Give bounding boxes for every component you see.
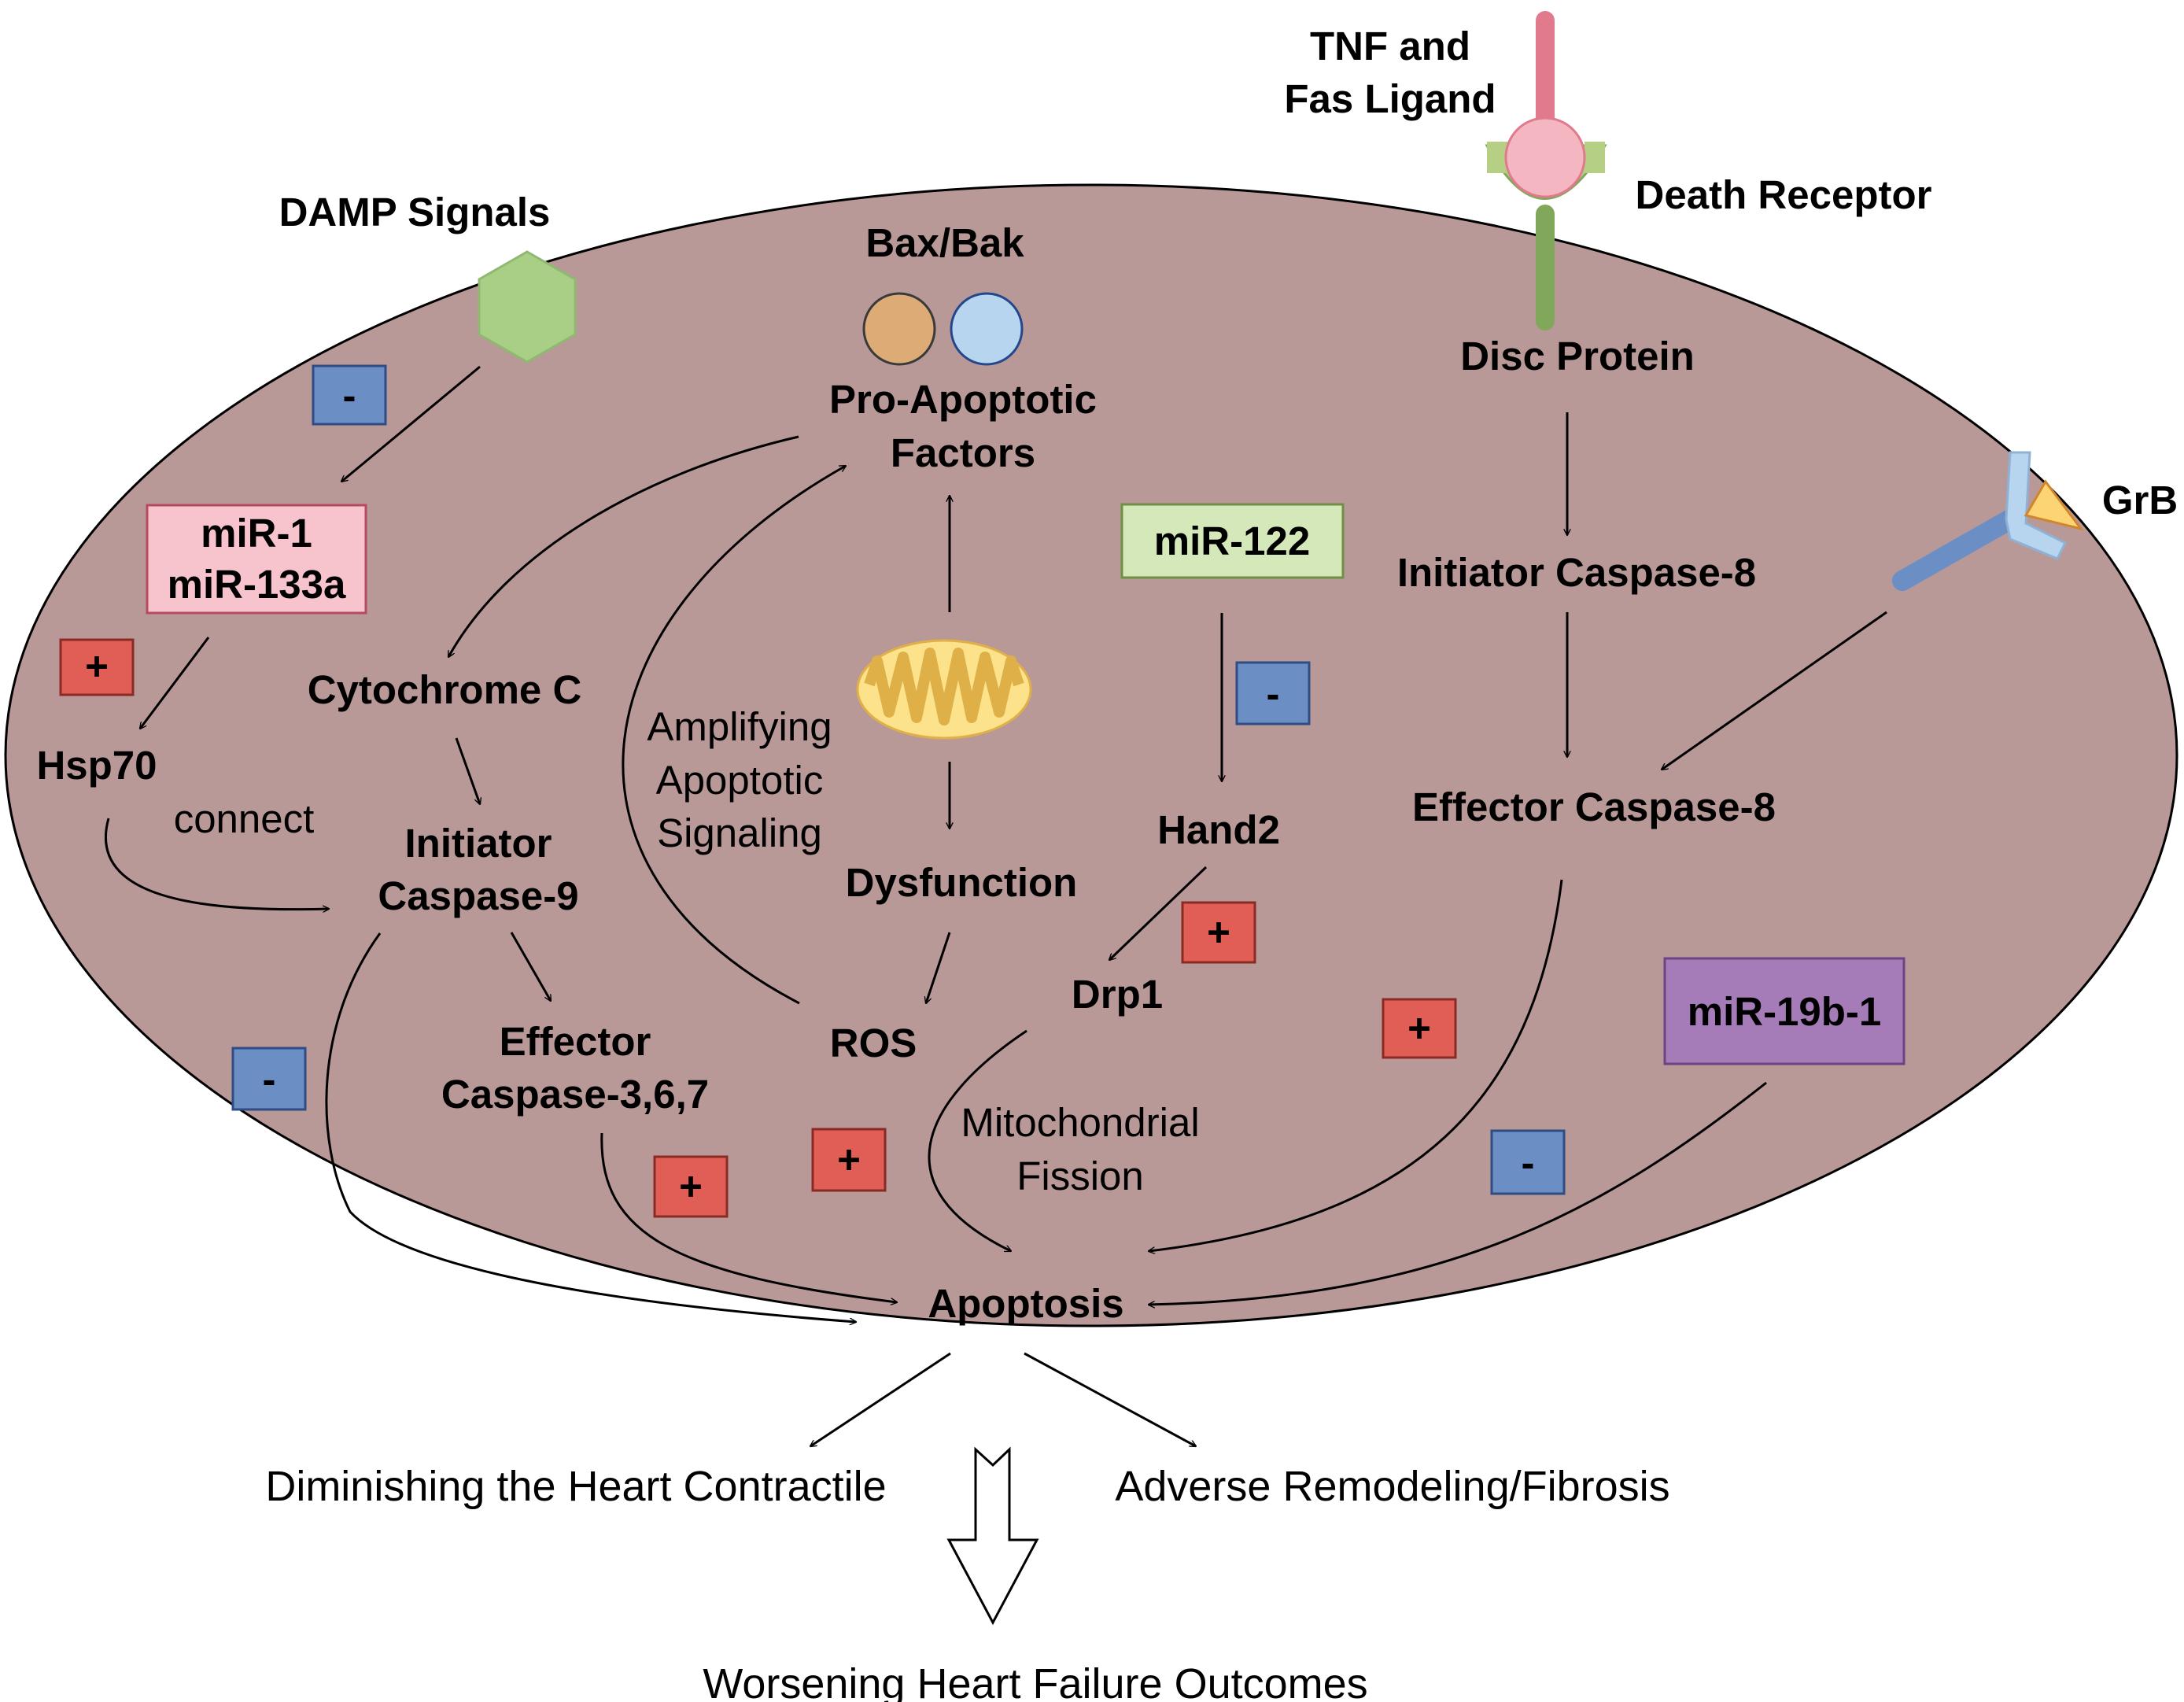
amplifying-label: Signaling bbox=[657, 810, 822, 855]
connect-label: connect bbox=[174, 796, 315, 841]
arrow bbox=[455, 737, 480, 804]
minus-sign: - bbox=[343, 373, 356, 418]
arrow bbox=[1662, 611, 1887, 770]
bax-bak-label: Bax/Bak bbox=[865, 220, 1024, 265]
minus-sign: - bbox=[1267, 671, 1280, 716]
mir122-label: miR-122 bbox=[1154, 519, 1310, 563]
plus-sign: + bbox=[1207, 910, 1230, 954]
minus-box bbox=[231, 1047, 307, 1111]
damp-hexagon-icon bbox=[478, 250, 577, 364]
plus-box bbox=[653, 1155, 729, 1218]
plus-box bbox=[1382, 998, 1457, 1059]
mitochondrion-icon bbox=[856, 639, 1032, 740]
arrow bbox=[622, 464, 846, 1005]
worsening-outcomes-label: Worsening Heart Failure Outcomes bbox=[703, 1660, 1367, 1702]
hand2-label: Hand2 bbox=[1157, 807, 1280, 852]
arrow bbox=[447, 435, 799, 657]
arrow bbox=[510, 932, 552, 1001]
hsp70-label: Hsp70 bbox=[36, 743, 157, 788]
minus-box bbox=[1235, 661, 1311, 725]
arrow bbox=[140, 637, 210, 729]
mir122-box bbox=[1120, 503, 1345, 579]
minus-box bbox=[1490, 1129, 1566, 1195]
plus-box bbox=[1181, 901, 1256, 964]
drp1-label: Drp1 bbox=[1072, 972, 1163, 1017]
mir1-label: miR-133a bbox=[168, 562, 346, 607]
cytochrome-c-label: Cytochrome C bbox=[308, 667, 582, 712]
disc-protein-label: Disc Protein bbox=[1460, 334, 1695, 378]
cell-body bbox=[4, 183, 2178, 1327]
mito-fission-label: Mitochondrial bbox=[961, 1100, 1199, 1145]
grb-label: GrB bbox=[2102, 478, 2178, 522]
mir1-box bbox=[146, 504, 367, 615]
plus-sign: + bbox=[679, 1164, 703, 1209]
bax-circle-icon bbox=[862, 292, 936, 366]
arrow bbox=[341, 365, 481, 482]
arrow bbox=[600, 1132, 897, 1302]
adverse-remodeling-label: Adverse Remodeling/Fibrosis bbox=[1115, 1463, 1669, 1510]
big-outcome-arrow-icon bbox=[946, 1446, 1039, 1626]
ros-label: ROS bbox=[830, 1021, 917, 1065]
plus-sign: + bbox=[837, 1137, 861, 1182]
effector-caspase-8-label: Effector Caspase-8 bbox=[1412, 785, 1776, 829]
labels: TNF and Fas Ligand Death Receptor DAMP S… bbox=[36, 24, 2178, 1702]
mir19b-label: miR-19b-1 bbox=[1688, 989, 1882, 1034]
diminishing-contractile-label: Diminishing the Heart Contractile bbox=[265, 1463, 886, 1510]
minus-sign: - bbox=[1522, 1140, 1535, 1185]
arrow bbox=[1149, 1081, 1767, 1305]
plus-box bbox=[59, 638, 135, 696]
death-receptor-icon bbox=[1485, 11, 1607, 330]
amplifying-label: Amplifying bbox=[647, 704, 832, 749]
tnf-ligand-label: Fas Ligand bbox=[1284, 76, 1496, 121]
grb-triangle-icon bbox=[2024, 479, 2084, 531]
arrow bbox=[926, 932, 951, 1003]
effector-caspase-367-label: Caspase-3,6,7 bbox=[441, 1072, 709, 1117]
plus-sign: + bbox=[1407, 1006, 1431, 1050]
mir1-label: miR-1 bbox=[201, 511, 312, 556]
arrow bbox=[104, 818, 329, 910]
initiator-caspase-9-label: Caspase-9 bbox=[378, 873, 578, 918]
apoptosis-label: Apoptosis bbox=[928, 1281, 1123, 1326]
plus-sign: + bbox=[85, 644, 109, 689]
minus-box bbox=[312, 364, 387, 426]
tnf-ligand-label: TNF and bbox=[1310, 24, 1470, 68]
arrow bbox=[1149, 879, 1563, 1251]
arrow bbox=[1109, 866, 1208, 960]
initiator-caspase-9-label: Initiator bbox=[405, 821, 552, 866]
arrow bbox=[810, 1352, 951, 1446]
initiator-caspase-8-label: Initiator Caspase-8 bbox=[1397, 550, 1756, 595]
plus-box bbox=[811, 1128, 887, 1192]
mito-fission-label: Fission bbox=[1016, 1154, 1144, 1198]
pro-apoptotic-label: Factors bbox=[891, 430, 1035, 475]
damp-signals-label: DAMP Signals bbox=[279, 190, 551, 234]
arrow bbox=[1024, 1352, 1196, 1448]
pro-apoptotic-label: Pro-Apoptotic bbox=[829, 377, 1097, 422]
dysfunction-label: Dysfunction bbox=[846, 860, 1078, 905]
pathway-arrows bbox=[104, 365, 1887, 1448]
arrow bbox=[928, 1029, 1027, 1253]
bak-circle-icon bbox=[950, 292, 1024, 366]
grb-receptor-icon bbox=[1892, 451, 2084, 591]
arrow bbox=[325, 932, 856, 1322]
mir19b-box bbox=[1663, 957, 1905, 1065]
amplifying-label: Apoptotic bbox=[656, 758, 824, 803]
effector-caspase-367-label: Effector bbox=[500, 1019, 651, 1064]
death-receptor-label: Death Receptor bbox=[1636, 172, 1932, 217]
minus-sign: - bbox=[263, 1057, 276, 1102]
